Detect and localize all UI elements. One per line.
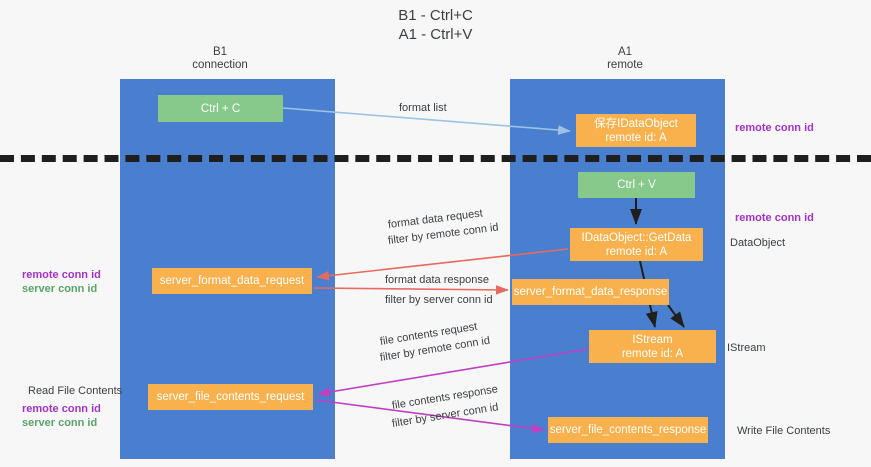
diagram-title: B1 - Ctrl+C A1 - Ctrl+V [0, 6, 871, 44]
node-server-format-data-request[interactable]: server_format_data_request [152, 268, 312, 294]
edge-label-format-data-response-line-1: format data response [385, 274, 489, 286]
side-label-conn-ids-low: remote conn id server conn id [22, 402, 101, 430]
node-ctrl-c-label: Ctrl + C [200, 102, 241, 115]
node-idataobject-getdata-line-2: remote id: A [605, 245, 668, 258]
filter-by-prefix: filter by [385, 294, 424, 306]
filter-by-prefix: filter by [379, 346, 419, 364]
diagram-title-line-1: B1 - Ctrl+C [398, 7, 473, 24]
side-label-remote-conn-id-mid: remote conn id [735, 212, 814, 224]
column-header-a1-name: A1 [617, 46, 633, 58]
edge-label-file-contents-response: file contents response filter by server … [391, 383, 500, 431]
phase-divider [0, 155, 871, 162]
node-server-file-contents-request[interactable]: server_file_contents_request [148, 384, 313, 410]
node-server-format-data-response-label: server_format_data_response [513, 286, 668, 298]
edge-label-format-data-response: format data response filter by server co… [385, 273, 493, 307]
node-istream-line-1: IStream [632, 333, 673, 346]
column-header-b1: B1 connection [140, 46, 300, 72]
edge-label-format-data-response-line-2: filter by server conn id [385, 293, 493, 307]
side-label-remote-conn-id-top: remote conn id [735, 122, 814, 134]
node-ctrl-v-label: Ctrl + V [617, 179, 656, 191]
filter-by-prefix: filter by [387, 230, 427, 247]
side-label-dataobject: DataObject [730, 237, 786, 249]
side-label-istream: IStream [727, 342, 766, 354]
node-save-idataobject-line-2: remote id: A [605, 131, 667, 144]
side-label-read-file-contents: Read File Contents [28, 385, 123, 397]
node-server-format-data-request-label: server_format_data_request [159, 275, 305, 287]
column-header-a1: A1 remote [545, 46, 705, 72]
side-label-conn-ids-mid: remote conn id server conn id [22, 268, 101, 296]
column-header-b1-name: B1 [212, 46, 228, 58]
column-header-b1-role: connection [192, 59, 248, 71]
node-server-file-contents-response-label: server_file_contents_response [549, 424, 707, 436]
edge-label-format-data-request: format data request filter by remote con… [387, 207, 499, 248]
node-server-file-contents-request-label: server_file_contents_request [156, 391, 305, 403]
server-conn-id-key: server conn id [423, 294, 493, 306]
diagram-title-line-2: A1 - Ctrl+V [398, 26, 473, 43]
edge-label-format-list: format list [399, 102, 447, 114]
column-header-a1-role: remote [607, 59, 643, 71]
filter-by-prefix: filter by [391, 412, 431, 430]
node-ctrl-c[interactable]: Ctrl + C [158, 95, 283, 122]
side-label-server-conn-id: server conn id [22, 417, 98, 429]
side-label-remote-conn-id: remote conn id [22, 269, 101, 281]
node-ctrl-v[interactable]: Ctrl + V [578, 172, 695, 198]
node-save-idataobject[interactable]: 保存IDataObject remote id: A [576, 114, 696, 147]
side-label-remote-conn-id: remote conn id [22, 403, 101, 415]
node-idataobject-getdata-line-1: IDataObject::GetData [581, 231, 692, 244]
node-save-idataobject-line-1: 保存IDataObject [594, 117, 678, 130]
node-istream[interactable]: IStream remote id: A [589, 330, 716, 363]
node-server-file-contents-response[interactable]: server_file_contents_response [548, 417, 708, 443]
side-label-write-file-contents: Write File Contents [737, 425, 831, 437]
side-label-server-conn-id: server conn id [22, 283, 98, 295]
edge-label-file-contents-request: file contents request filter by remote c… [379, 321, 491, 365]
node-idataobject-getdata[interactable]: IDataObject::GetData remote id: A [570, 228, 703, 261]
node-istream-line-2: remote id: A [621, 347, 684, 360]
node-server-format-data-response[interactable]: server_format_data_response [512, 279, 669, 305]
